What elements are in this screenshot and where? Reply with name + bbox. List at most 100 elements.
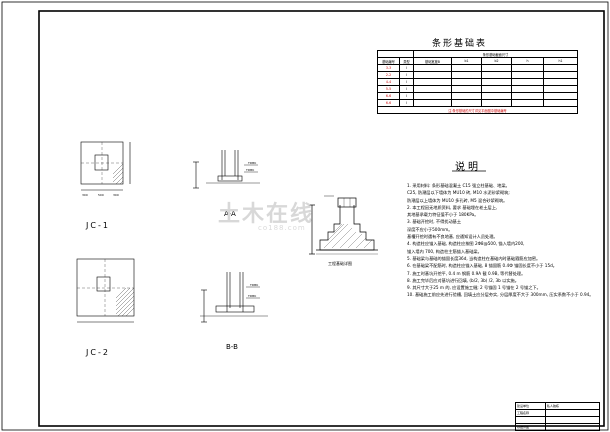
jc1-plan xyxy=(80,141,131,191)
notes-block: 1. 采用材料: 条形基础混凝土 C15 强立柱基础、地梁。 C25, 防潮层以… xyxy=(407,182,603,299)
table-cell-id: 2-2 xyxy=(377,71,400,79)
sheet-border-inner xyxy=(38,10,605,427)
table-row-group-header: 条形基础截面尺寸 xyxy=(377,50,579,58)
table-cell xyxy=(451,92,482,100)
table-cell xyxy=(542,85,579,93)
table-header-cell: 基础编号 xyxy=(377,57,400,65)
bb-section xyxy=(200,272,268,323)
table-cell-type: I xyxy=(399,92,414,100)
table-cell xyxy=(481,99,512,107)
table-cell-type: I xyxy=(399,71,414,79)
svg-text:TDBK: TDBK xyxy=(247,294,257,298)
watermark-sub: co188.com xyxy=(258,224,306,232)
table-cell-type: I xyxy=(399,99,414,107)
table-cell xyxy=(481,71,512,79)
title-block-cell xyxy=(545,423,600,431)
table-cell xyxy=(413,99,452,107)
table-cell xyxy=(542,64,579,72)
title-block-row xyxy=(515,416,600,424)
foundation-table: 条形基础截面尺寸 基础编号 类型 基础宽度B b1 b2 h h1 3-3 I … xyxy=(376,50,579,114)
table-footnote: 注:条形基础的尺寸详见平面图中基础编号 xyxy=(376,106,579,114)
note-line: 10. 基础施工前应先进行验槽, 回填土应分层夯实, 分层厚度不大于 300mm… xyxy=(407,292,594,298)
jc2-label: JC-2 xyxy=(86,348,110,357)
note-line: 深度不应小于500mm。 xyxy=(407,226,453,232)
table-cell xyxy=(511,64,544,72)
table-cell-id: 6-6 xyxy=(377,99,400,107)
note-line: 4. 构造柱应锚入基础, 构造柱应按图 2Φ8@500, 锚入墙内200, xyxy=(407,241,525,247)
table-cell-type: I xyxy=(399,85,414,93)
aa-section-label: A-A xyxy=(224,210,236,218)
title-block-cell xyxy=(545,416,600,424)
title-block-cell: 私人独栋 xyxy=(545,402,600,410)
svg-text:TDBK: TDBK xyxy=(247,161,257,165)
table-cell xyxy=(481,85,512,93)
note-line: C25, 防潮层以下墙体为 MU10 砖, M10 水泥砂浆砌筑; xyxy=(407,190,510,196)
table-cell xyxy=(511,99,544,107)
table-header-cell: 类型 xyxy=(399,57,414,65)
table-cell xyxy=(481,78,512,86)
note-line: 8. 施工完毕后应对基坑进行回填, (b/2, 3b) /2, 3b 以实施。 xyxy=(407,277,519,283)
note-line: 其地基承载力特征值不小于 180KPa。 xyxy=(407,212,479,218)
table-cell xyxy=(413,85,452,93)
table-cell xyxy=(451,71,482,79)
title-block-row: 建设单位 私人独栋 xyxy=(515,402,600,410)
note-line: 基槽开挖时遇有不良地基, 应通知设计人员处理。 xyxy=(407,234,498,240)
watermark: 土木在线 xyxy=(218,202,315,227)
aa-section xyxy=(193,150,260,189)
table-cell-id: 3-3 xyxy=(377,64,400,72)
table-cell xyxy=(511,85,544,93)
title-block-cell xyxy=(515,416,546,424)
table-title: 条形基础表 xyxy=(432,39,488,49)
table-header-cell xyxy=(377,50,414,58)
title-block-row: 基础详图 xyxy=(515,423,600,431)
note-line: 1. 采用材料: 条形基础混凝土 C15 强立柱基础、地梁。 xyxy=(407,183,510,188)
table-cell xyxy=(542,71,579,79)
strip-footing-hatch xyxy=(323,223,373,249)
jc1-hatch xyxy=(112,163,124,185)
table-cell xyxy=(451,78,482,86)
svg-text:TDBK: TDBK xyxy=(245,168,255,172)
title-block-cell: 建设单位 xyxy=(515,402,546,410)
table-header-cell: h1 xyxy=(542,57,579,65)
table-cell xyxy=(451,64,482,72)
table-cell xyxy=(511,71,544,79)
table-cell xyxy=(413,71,452,79)
table-cell xyxy=(413,78,452,86)
jc1-label: JC-1 xyxy=(86,221,110,230)
table-cell-id: 5-5 xyxy=(377,85,400,93)
table-cell xyxy=(451,85,482,93)
table-cell xyxy=(511,78,544,86)
table-row: 6-6 I xyxy=(377,92,579,100)
table-cell xyxy=(451,99,482,107)
table-header-cell: b1 xyxy=(451,57,482,65)
jc2-hatch xyxy=(115,287,135,317)
title-block-row: 工程名称 xyxy=(515,409,600,417)
table-row-footnote: 注:条形基础的尺寸详见平面图中基础编号 xyxy=(376,106,579,114)
notes-title: 说明 xyxy=(455,162,481,173)
table-header-cell: 基础宽度B xyxy=(413,57,452,65)
svg-text:300: 300 xyxy=(82,193,88,197)
title-block-cell: 工程名称 xyxy=(515,409,546,417)
note-line: 5. 基础梁与基础的锚固长度36d, 当构造柱在基础内时基础箍筋应加密。 xyxy=(407,255,541,261)
table-row: 3-3 I xyxy=(377,64,579,72)
strip-section-label: 工程基础详图 xyxy=(328,261,352,266)
note-line: 7. 施工时基坑开挖平, 0.4 m 钢筋 0.9A 截 0.9B, 等代替处理… xyxy=(407,270,526,276)
bb-section-label: B-B xyxy=(226,343,238,351)
table-row: 5-5 I xyxy=(377,85,579,93)
title-block-cell xyxy=(545,409,600,417)
table-cell xyxy=(542,92,579,100)
table-row: 4-4 I xyxy=(377,78,579,86)
table-row: 2-2 I xyxy=(377,71,579,79)
note-line: 3. 基础开挖时, 不得扰动基土 xyxy=(407,219,462,225)
jc2-plan xyxy=(76,258,135,323)
note-line: 2. 本工程因无地质资料, 要求 基础埋在老土层上, xyxy=(407,204,498,210)
note-line: 6. 在基础梁不配筋时, 构造柱应锚入基础, 8 锚固筋 0.4Ф 锚固长度不小… xyxy=(407,263,557,269)
table-cell xyxy=(413,64,452,72)
table-cell-type: I xyxy=(399,78,414,86)
note-line: 锚入墙内 700, 构造柱主筋锚入基础梁。 xyxy=(407,248,482,254)
title-block-cell: 基础详图 xyxy=(515,423,546,431)
svg-text:500: 500 xyxy=(98,193,104,197)
table-header-cell: h xyxy=(511,57,544,65)
